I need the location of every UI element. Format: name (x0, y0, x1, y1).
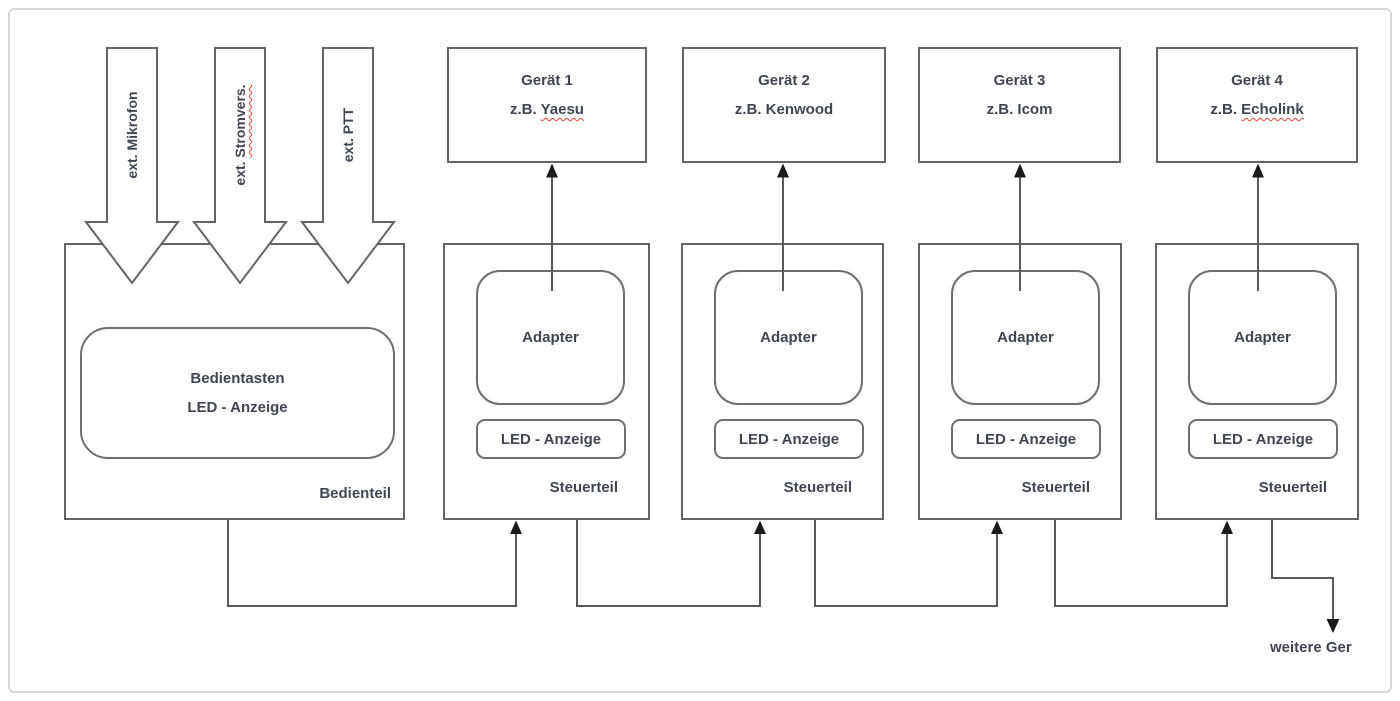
steuerteil-3-caption: Steuerteil (1021, 479, 1090, 496)
geraet-2-name: Kenwood (765, 101, 834, 118)
geraet-3-title: Gerät 3 (993, 72, 1046, 89)
geraet-2-subtitle: z.B. Kenwood (684, 95, 884, 124)
led-2-box: LED - Anzeige (714, 419, 864, 459)
geraet-1-box: Gerät 1 z.B. Yaesu (447, 47, 647, 163)
geraet-3-subtitle: z.B. Icom (920, 95, 1119, 124)
weitere-geraete-label: weitere Ger (1270, 639, 1352, 656)
steuerteil-4-caption: Steuerteil (1258, 479, 1327, 496)
geraet-1-subtitle: z.B. Yaesu (449, 95, 645, 124)
led-2-label: LED - Anzeige (738, 430, 840, 448)
led-4-box: LED - Anzeige (1188, 419, 1338, 459)
adapter-4-label: Adapter (1234, 329, 1291, 346)
ext-strom-word: Stromvers. (232, 84, 248, 158)
steuerteil-4-box: Adapter LED - Anzeige Steuerteil (1155, 243, 1359, 520)
ext-ptt-label: ext. PTT (340, 107, 356, 163)
led-1-box: LED - Anzeige (476, 419, 626, 459)
ext-strom-prefix: ext. (232, 157, 248, 186)
led-3-label: LED - Anzeige (975, 430, 1077, 448)
steuerteil-1-caption: Steuerteil (549, 479, 618, 496)
bedientasten-panel: Bedientasten LED - Anzeige (80, 327, 395, 459)
steuerteil-3-box: Adapter LED - Anzeige Steuerteil (918, 243, 1122, 520)
adapter-4-box: Adapter (1188, 270, 1337, 405)
geraet-3-prefix: z.B. (986, 101, 1018, 118)
geraet-4-prefix: z.B. (1210, 101, 1242, 118)
adapter-2-label: Adapter (760, 329, 817, 346)
geraet-4-subtitle: z.B. Echolink (1158, 95, 1356, 124)
bedienteil-box: Bedientasten LED - Anzeige Bedienteil (64, 243, 405, 520)
led-3-box: LED - Anzeige (951, 419, 1101, 459)
adapter-3-label: Adapter (997, 329, 1054, 346)
geraet-1-title: Gerät 1 (521, 72, 573, 89)
led-4-label: LED - Anzeige (1212, 430, 1314, 448)
geraet-2-box: Gerät 2 z.B. Kenwood (682, 47, 886, 163)
geraet-3-name: Icom (1017, 101, 1053, 118)
ext-stromversorgung-label: ext. Stromvers. (229, 45, 251, 225)
adapter-3-box: Adapter (951, 270, 1100, 405)
geraet-4-title: Gerät 4 (1231, 72, 1283, 89)
steuerteil-2-box: Adapter LED - Anzeige Steuerteil (681, 243, 884, 520)
ext-mikrofon-label: ext. Mikrofon (124, 91, 140, 179)
adapter-1-label: Adapter (522, 329, 579, 346)
led-anzeige-label: LED - Anzeige (187, 399, 288, 416)
geraet-4-box: Gerät 4 z.B. Echolink (1156, 47, 1358, 163)
bedientasten-label: Bedientasten (190, 370, 285, 387)
adapter-1-box: Adapter (476, 270, 625, 405)
bedienteil-caption: Bedienteil (319, 485, 391, 502)
led-1-label: LED - Anzeige (500, 430, 602, 448)
geraet-2-prefix: z.B. (734, 101, 766, 118)
adapter-2-box: Adapter (714, 270, 863, 405)
steuerteil-2-caption: Steuerteil (783, 479, 852, 496)
geraet-4-name: Echolink (1241, 101, 1304, 118)
geraet-3-box: Gerät 3 z.B. Icom (918, 47, 1121, 163)
geraet-1-name: Yaesu (540, 101, 584, 118)
steuerteil-1-box: Adapter LED - Anzeige Steuerteil (443, 243, 650, 520)
geraet-2-title: Gerät 2 (758, 72, 810, 89)
geraet-1-prefix: z.B. (510, 101, 541, 118)
